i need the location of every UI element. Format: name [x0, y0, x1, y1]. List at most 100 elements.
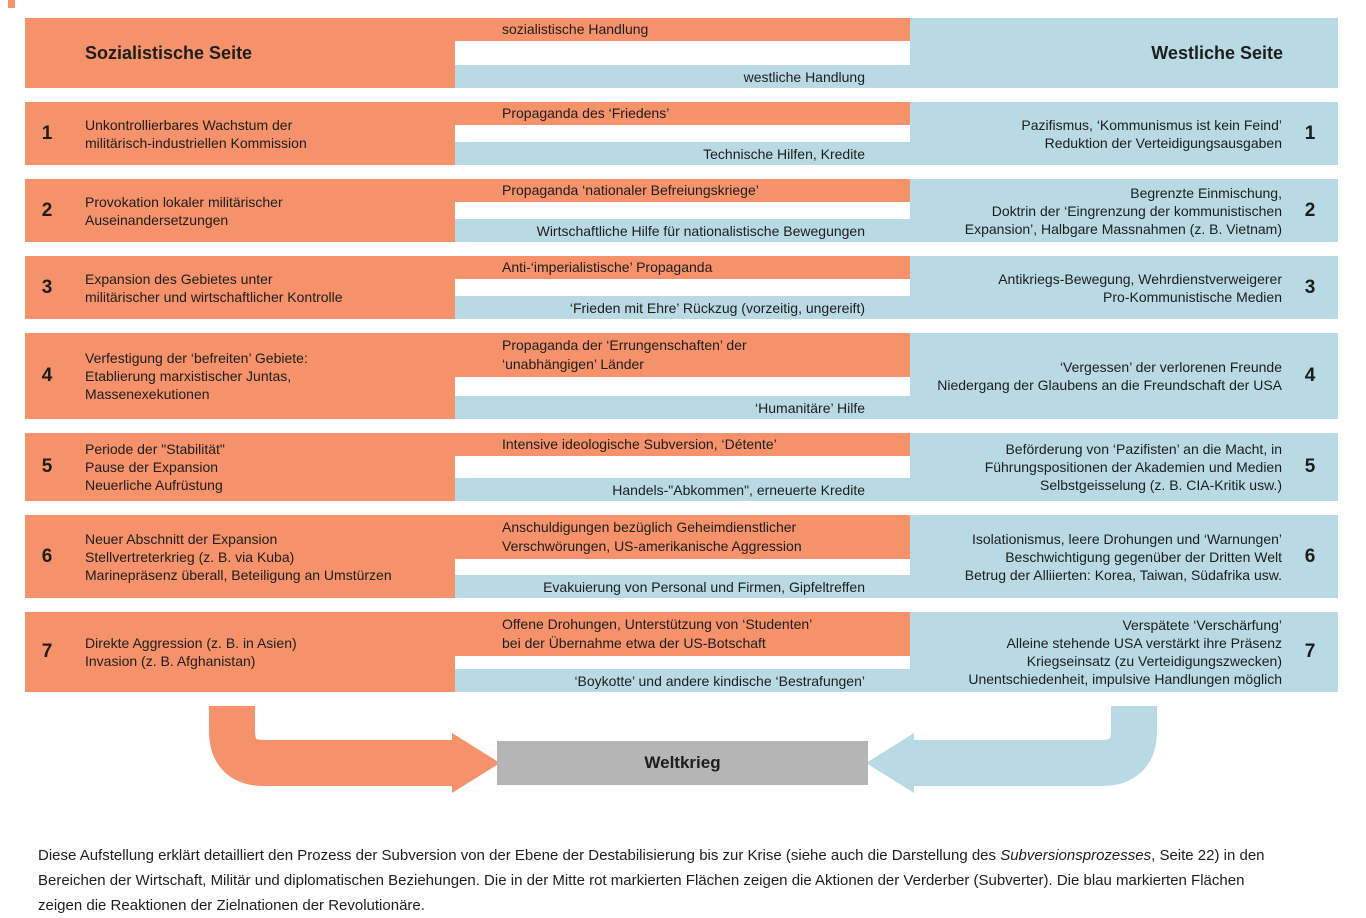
- text-line: Propaganda der ‘Errungenschaften’ der: [502, 337, 747, 353]
- orange-arrow: [209, 706, 500, 793]
- western-action-bar: Evakuierung von Personal und Firmen, Gip…: [455, 575, 910, 598]
- text-line: Unentschiedenheit, impulsive Handlungen …: [968, 671, 1282, 687]
- western-action-label: Technische Hilfen, Kredite: [703, 145, 865, 162]
- actions-column: Propaganda des ‘Friedens’ Technische Hil…: [455, 102, 910, 165]
- text-line: Unkontrollierbares Wachstum der: [85, 116, 293, 133]
- phase-number-left: 7: [41, 641, 53, 662]
- socialist-action-header-bar: sozialistische Handlung: [455, 18, 910, 41]
- blue-arrow: [866, 706, 1157, 793]
- footer-italic-text: Subversionsprozesses: [1000, 847, 1152, 864]
- header-row: Sozialistische Seite sozialistische Hand…: [25, 18, 1338, 88]
- socialist-side-title: Sozialistische Seite: [85, 42, 253, 63]
- text-line: Führungspositionen der Akademien und Med…: [984, 459, 1282, 475]
- footer-line-1: Diese Aufstellung erklärt detailliert de…: [38, 843, 1328, 868]
- text-line: Auseinandersetzungen: [85, 211, 229, 228]
- phase-number-left: 5: [41, 456, 53, 477]
- actions-column: Intensive ideologische Subversion, ‘Déte…: [455, 433, 910, 501]
- phase-number-right: 3: [1304, 276, 1316, 298]
- text-line: militärischer und wirtschaftlicher Kontr…: [85, 288, 343, 305]
- western-action-label: ‘Boykotte’ und andere kindische ‘Bestraf…: [574, 672, 865, 689]
- socialist-action-bar: Propaganda des ‘Friedens’: [455, 102, 910, 125]
- reaction-description: Pazifismus, ‘Kommunismus ist kein Feind’…: [910, 102, 1282, 165]
- actions-column-header: sozialistische Handlung westliche Handlu…: [455, 18, 910, 88]
- socialist-action-bar: Anti-‘imperialistische’ Propaganda: [455, 256, 910, 279]
- text-line: Beförderung von ‘Pazifisten’ an die Mach…: [1005, 441, 1282, 457]
- western-action-header-bar: westliche Handlung: [455, 65, 910, 88]
- western-action-bar: ‘Humanitäre’ Hilfe: [455, 396, 910, 419]
- bar-gap: [455, 559, 910, 575]
- text-line: Offene Drohungen, Unterstützung von ‘Stu…: [502, 616, 813, 632]
- western-action-bar: Handels-"Abkommen", erneuerte Kredite: [455, 478, 910, 501]
- text-line: Selbstgeisselung (z. B. CIA-Kritik usw.): [1040, 477, 1282, 493]
- text-line: Verfestigung der ‘befreiten’ Gebiete:: [85, 350, 308, 366]
- phase-number-right: 1: [1304, 122, 1316, 144]
- text-line: Verschwörungen, US-amerikanische Aggress…: [502, 538, 802, 554]
- weltkrieg-box: Weltkrieg: [497, 741, 868, 785]
- bar-gap: [455, 202, 910, 219]
- reaction-description: Beförderung von ‘Pazifisten’ an die Mach…: [910, 433, 1282, 501]
- escalation-arrows-section: Weltkrieg: [0, 706, 1366, 801]
- text-line: Pause der Expansion: [85, 459, 219, 475]
- text-line: Direkte Aggression (z. B. in Asien): [85, 635, 297, 651]
- bar-gap: [455, 656, 910, 669]
- table-row: 5 Periode der "Stabilität"Pause der Expa…: [25, 433, 1338, 501]
- arrows-graphic: [209, 706, 1157, 793]
- bar-gap: [455, 377, 910, 396]
- actions-column: Propaganda der ‘Errungenschaften’ der‘un…: [455, 333, 910, 419]
- actions-column: Anschuldigungen bezüglich Geheimdienstli…: [455, 515, 910, 598]
- phase-number-left: 2: [41, 199, 53, 221]
- reaction-description: Verspätete ‘Verschärfung’Alleine stehend…: [910, 612, 1282, 692]
- actions-column: Anti-‘imperialistische’ Propaganda ‘Frie…: [455, 256, 910, 319]
- phase-number-right: 4: [1304, 365, 1316, 386]
- phase-description: Periode der "Stabilität"Pause der Expans…: [69, 433, 455, 501]
- western-reaction-cell: Isolationismus, leere Drohungen und ‘War…: [910, 515, 1338, 598]
- western-action-label: Handels-"Abkommen", erneuerte Kredite: [612, 481, 865, 498]
- socialist-phase-cell: 5 Periode der "Stabilität"Pause der Expa…: [25, 433, 455, 501]
- text-line: ‘Vergessen’ der verlorenen Freunde: [1059, 359, 1282, 375]
- text-line: bei der Übernahme etwa der US-Botschaft: [502, 635, 766, 651]
- western-side-header-cell: Westliche Seite: [910, 18, 1338, 88]
- text-line: Propaganda ‘nationaler Befreiungskriege’: [502, 182, 759, 198]
- western-action-label: Wirtschaftliche Hilfe für nationalistisc…: [536, 222, 865, 239]
- page-corner-mark: [8, 0, 15, 8]
- western-action-label: ‘Frieden mit Ehre’ Rückzug (vorzeitig, u…: [569, 299, 865, 316]
- table-row: 4 Verfestigung der ‘befreiten’ Gebiete:E…: [25, 333, 1338, 419]
- text-line: Verspätete ‘Verschärfung’: [1122, 617, 1282, 633]
- text-line: Kriegseinsatz (zu Verteidigungszwecken): [1026, 653, 1282, 669]
- footer-text: , Seite 22) in den: [1151, 847, 1265, 864]
- text-line: Pro-Kommunistische Medien: [1103, 288, 1282, 305]
- text-line: Expansion des Gebietes unter: [85, 270, 273, 287]
- western-action-bar: ‘Frieden mit Ehre’ Rückzug (vorzeitig, u…: [455, 296, 910, 319]
- text-line: Begrenzte Einmischung,: [1130, 184, 1282, 201]
- phase-number-left: 6: [41, 545, 53, 567]
- phase-description: Verfestigung der ‘befreiten’ Gebiete:Eta…: [69, 333, 455, 419]
- socialist-phase-cell: 7 Direkte Aggression (z. B. in Asien)Inv…: [25, 612, 455, 692]
- socialist-action-bar: Intensive ideologische Subversion, ‘Déte…: [455, 433, 910, 456]
- socialist-action-bar: Propaganda ‘nationaler Befreiungskriege’: [455, 179, 910, 202]
- text-line: Provokation lokaler militärischer: [85, 193, 283, 210]
- table-row: 7 Direkte Aggression (z. B. in Asien)Inv…: [25, 612, 1338, 692]
- text-line: Antikriegs-Bewegung, Wehrdienstverweiger…: [998, 270, 1282, 287]
- western-action-label: ‘Humanitäre’ Hilfe: [755, 399, 865, 416]
- text-line: Doktrin der ‘Eingrenzung der kommunistis…: [991, 202, 1282, 219]
- actions-column: Offene Drohungen, Unterstützung von ‘Stu…: [455, 612, 910, 692]
- text-line: militärisch-industriellen Kommission: [85, 134, 307, 151]
- socialist-side-header-cell: Sozialistische Seite: [25, 18, 455, 88]
- western-action-bar: Wirtschaftliche Hilfe für nationalistisc…: [455, 219, 910, 242]
- phase-number-right: 7: [1304, 641, 1316, 662]
- phase-number-left: 3: [41, 276, 53, 298]
- text-line: Anti-‘imperialistische’ Propaganda: [502, 259, 713, 275]
- text-line: Massenexekutionen: [85, 386, 210, 402]
- western-action-bar: ‘Boykotte’ und andere kindische ‘Bestraf…: [455, 669, 910, 692]
